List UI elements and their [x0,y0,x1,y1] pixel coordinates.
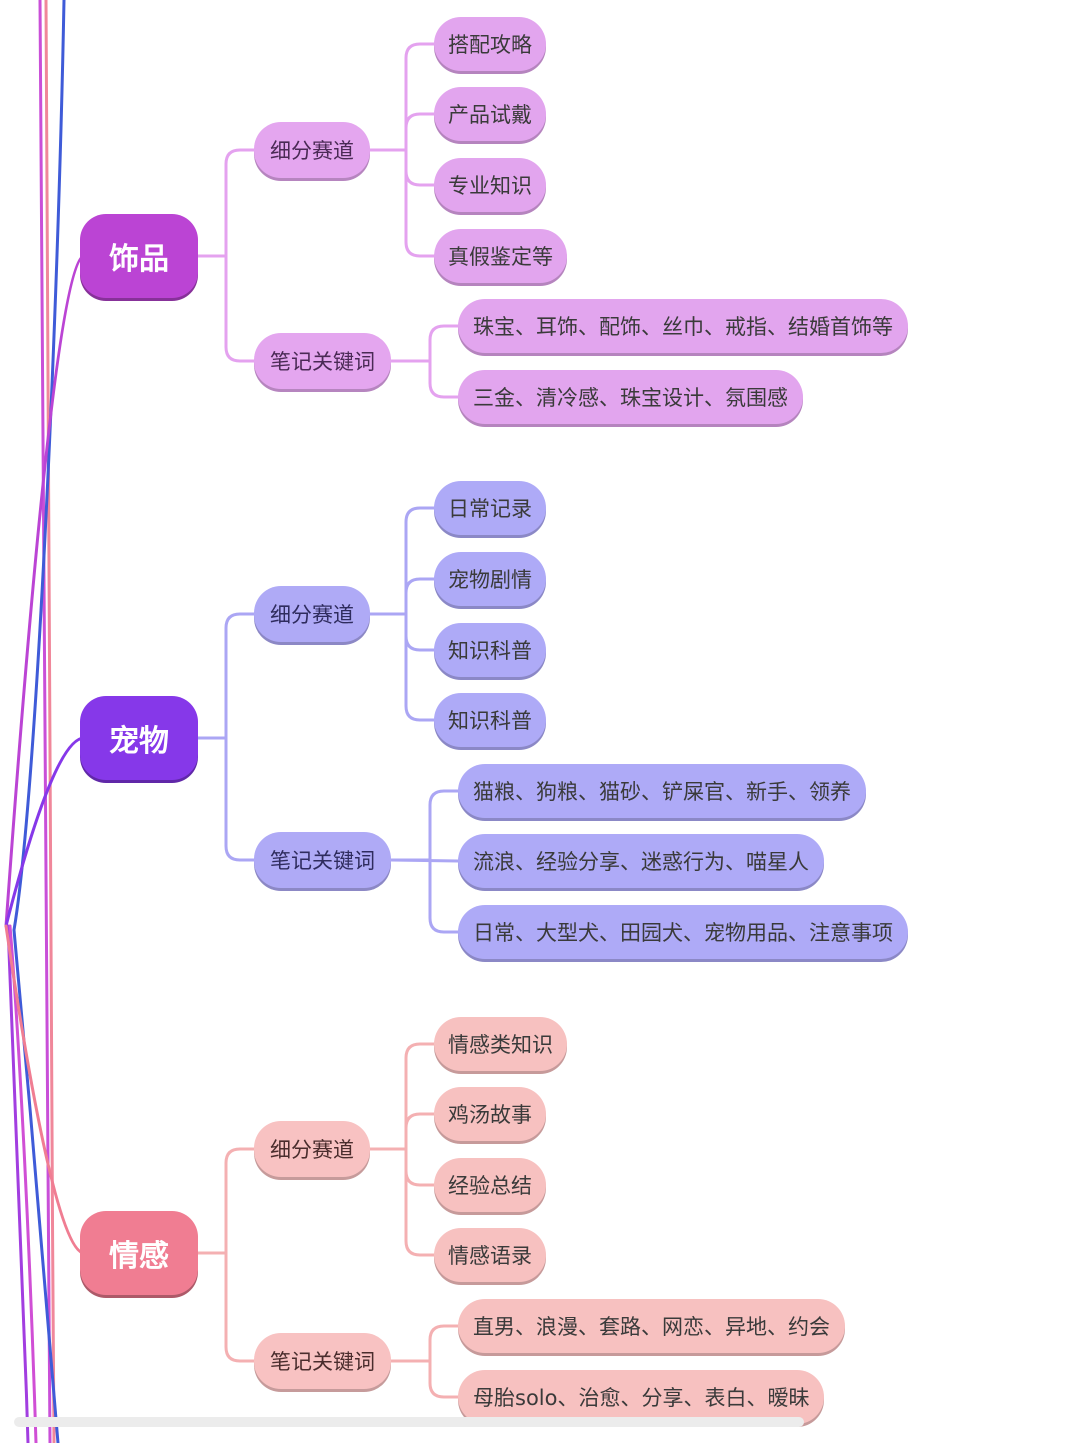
track-leaf[interactable]: 产品试戴 [434,87,546,141]
root-line-violet [6,924,30,1443]
main-to-keywords-line [196,736,256,862]
track-to-leaf-line [368,148,436,187]
track-to-leaf-line [368,148,436,258]
keywords-to-leaf-line [389,324,460,363]
track-leaf[interactable]: 日常记录 [434,481,546,535]
topic-emotion[interactable]: 情感 [80,1211,198,1295]
track-to-leaf-line [368,112,436,152]
keyword-leaf[interactable]: 猫粮、狗粮、猫砂、铲屎官、新手、领养 [458,764,866,818]
track-to-leaf-line [368,1147,436,1257]
track-leaf[interactable]: 搭配攻略 [434,17,546,71]
keyword-leaf[interactable]: 流浪、经验分享、迷惑行为、喵星人 [458,834,824,888]
subtopic-keywords[interactable]: 笔记关键词 [254,1333,391,1389]
track-to-leaf-line [368,506,436,616]
topic-accessories[interactable]: 饰品 [80,214,198,298]
main-to-keywords-line [196,254,256,363]
keywords-to-leaf-line [389,789,460,862]
subtopic-track[interactable]: 细分赛道 [254,1121,370,1177]
main-to-track-line [196,1147,256,1255]
track-leaf[interactable]: 真假鉴定等 [434,229,567,283]
keyword-leaf[interactable]: 母胎solo、治愈、分享、表白、暧昧 [458,1370,825,1424]
horizontal-scrollbar[interactable] [14,1417,804,1427]
track-leaf[interactable]: 情感语录 [434,1228,546,1282]
keywords-to-leaf-line [389,1359,460,1399]
keyword-leaf[interactable]: 三金、清冷感、珠宝设计、氛围感 [458,370,803,424]
main-to-track-line [196,148,256,258]
track-leaf[interactable]: 专业知识 [434,158,546,212]
root-line-magenta [8,924,38,1443]
subtopic-track[interactable]: 细分赛道 [254,586,370,642]
track-leaf[interactable]: 知识科普 [434,623,546,677]
main-to-keywords-line [196,1251,256,1363]
root-to-emotion-line [4,924,86,1255]
subtopic-keywords[interactable]: 笔记关键词 [254,832,391,888]
track-to-leaf-line [368,612,436,722]
root-line-blue [12,0,66,1443]
root-to-accessories-line [4,254,86,928]
subtopic-track[interactable]: 细分赛道 [254,122,370,178]
track-to-leaf-line [368,1112,436,1151]
keyword-leaf[interactable]: 珠宝、耳饰、配饰、丝巾、戒指、结婚首饰等 [458,299,908,353]
subtopic-keywords[interactable]: 笔记关键词 [254,333,391,389]
track-leaf[interactable]: 情感类知识 [434,1017,567,1071]
keywords-to-leaf-line [389,1324,460,1363]
root-to-pets-line [4,736,86,928]
track-leaf[interactable]: 宠物剧情 [434,552,546,606]
track-to-leaf-line [368,612,436,652]
keywords-to-leaf-line [389,858,460,934]
track-to-leaf-line [368,1042,436,1151]
keywords-to-leaf-line [389,359,460,399]
track-leaf[interactable]: 鸡汤故事 [434,1087,546,1141]
root-line-purple [38,0,52,1443]
keyword-leaf[interactable]: 日常、大型犬、田园犬、宠物用品、注意事项 [458,905,908,959]
topic-pets[interactable]: 宠物 [80,696,198,780]
track-leaf[interactable]: 知识科普 [434,693,546,747]
keyword-leaf[interactable]: 直男、浪漫、套路、网恋、异地、约会 [458,1299,845,1353]
root-line-pink [44,0,56,1443]
main-to-track-line [196,612,256,740]
track-to-leaf-line [368,1147,436,1187]
track-to-leaf-line [368,577,436,616]
track-leaf[interactable]: 经验总结 [434,1158,546,1212]
track-to-leaf-line [368,42,436,152]
